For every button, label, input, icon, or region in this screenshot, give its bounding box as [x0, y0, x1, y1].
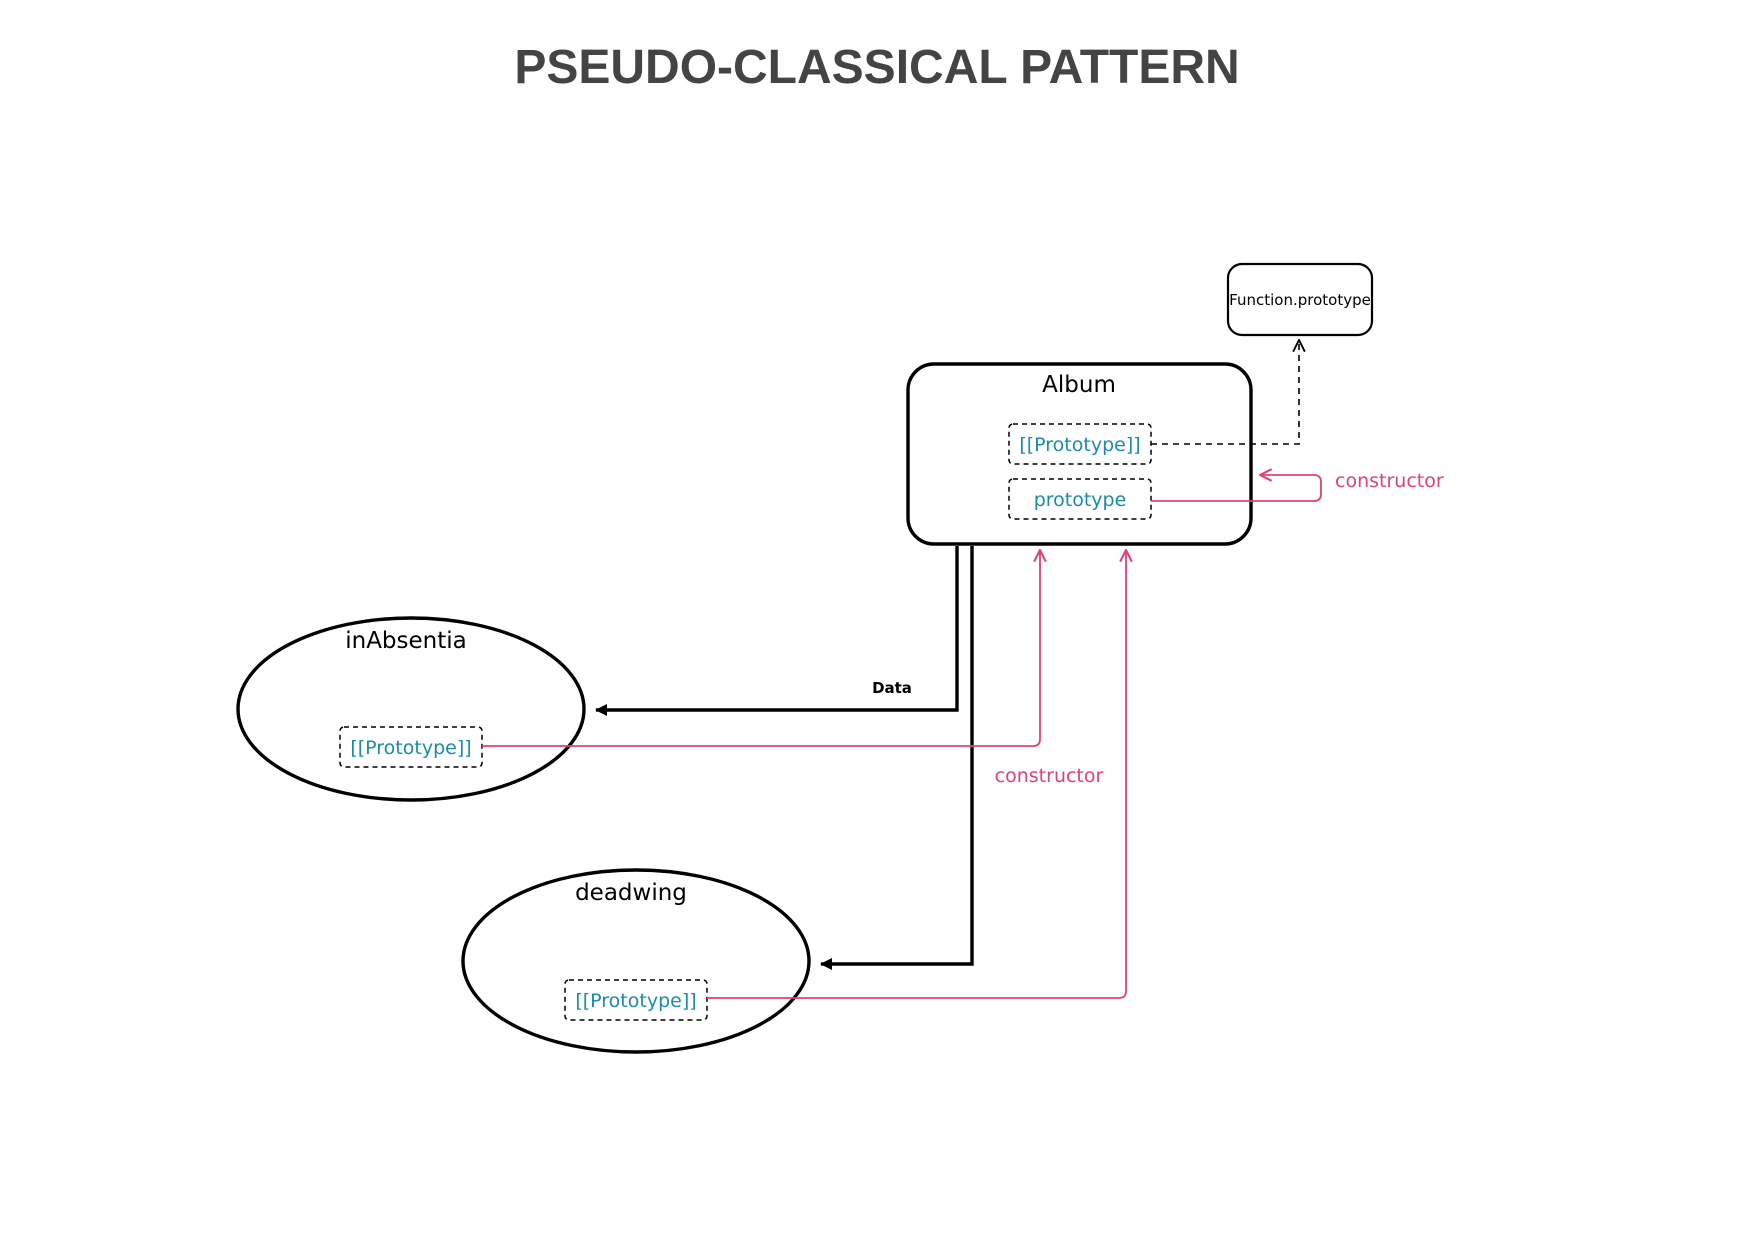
edge-album-proto-to-function-prototype — [1151, 340, 1299, 445]
album-prototype-slot-label: [[Prototype]] — [1019, 434, 1140, 456]
album-label: Album — [1042, 372, 1116, 398]
album-prototype-property — [1008, 478, 1152, 520]
constructor-label-right: constructor — [1335, 470, 1444, 492]
deadwing-node: deadwing [[Prototype]] — [461, 868, 811, 1054]
album-node: Album [[Prototype]] prototype — [906, 362, 1253, 546]
page-title: PSEUDO-CLASSICAL PATTERN — [514, 41, 1239, 94]
in-absentia-prototype-slot — [339, 726, 483, 768]
in-absentia-label: inAbsentia — [345, 628, 467, 654]
album-prototype-property-label: prototype — [1034, 489, 1127, 511]
function-prototype-node: Function.prototype — [1226, 262, 1374, 337]
deadwing-prototype-slot-label: [[Prototype]] — [575, 990, 696, 1012]
data-edge-label: Data — [872, 679, 912, 697]
in-absentia-prototype-slot-label: [[Prototype]] — [350, 737, 471, 759]
edge-deadwing-proto-to-album — [707, 550, 1126, 999]
in-absentia-node: inAbsentia [[Prototype]] — [236, 616, 586, 802]
edge-in-absentia-proto-to-album — [482, 550, 1040, 747]
edge-album-to-in-absentia — [595, 546, 959, 716]
deadwing-prototype-slot — [564, 979, 708, 1021]
edge-prototype-constructor-loop — [1151, 475, 1322, 502]
function-prototype-label: Function.prototype — [1229, 291, 1371, 309]
constructor-label-bottom: constructor — [995, 765, 1104, 787]
edge-album-to-deadwing — [820, 546, 974, 970]
deadwing-label: deadwing — [575, 880, 687, 906]
